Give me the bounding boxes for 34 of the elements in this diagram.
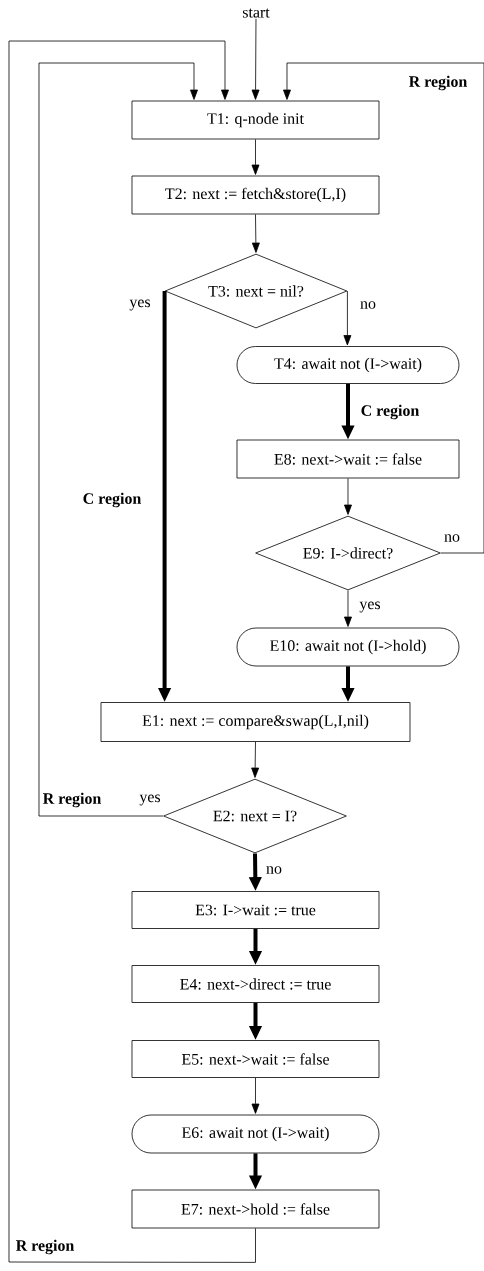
edge-label: yes (358, 600, 382, 614)
edge-label: no (359, 300, 377, 310)
arrow (343, 290, 352, 346)
arrow (251, 18, 260, 100)
process-box: T1: q-node init (131, 100, 380, 140)
process-box: E5: next->wait := false (131, 1040, 380, 1078)
edge-label: no (265, 865, 283, 875)
region-label: R region (408, 75, 468, 91)
arrow (344, 478, 352, 515)
region-label: R region (42, 792, 102, 808)
arrow (8, 40, 256, 1263)
process-box: E8: next->wait := false (236, 439, 460, 479)
arrow (251, 1077, 260, 1114)
wait-box: E6: await not (I->wait) (131, 1114, 380, 1154)
edge-label: yes (138, 793, 162, 807)
arrow (344, 590, 352, 627)
region-label: C region (83, 492, 142, 508)
arrow (251, 214, 260, 253)
process-box: E4: next->direct := true (131, 965, 380, 1003)
process-box: E1: next := compare&swap(L,I,nil) (100, 702, 411, 742)
arrow (251, 139, 260, 175)
wait-box: E10: await not (I->hold) (236, 627, 460, 667)
region-label: C region (361, 404, 420, 420)
region-label: R region (15, 1239, 75, 1255)
process-box: E3: I->wait := true (131, 891, 380, 929)
edge-label: yes (128, 298, 152, 312)
arrow (283, 62, 484, 554)
start-label: start (242, 8, 270, 18)
edge-label: no (443, 533, 461, 543)
process-box: T2: next := fetch&store(L,I) (131, 175, 380, 215)
arrow (38, 62, 198, 817)
arrow (251, 741, 260, 778)
wait-box: T4: await not (I->wait) (236, 346, 460, 384)
process-box: E7: next->hold := false (131, 1189, 380, 1229)
